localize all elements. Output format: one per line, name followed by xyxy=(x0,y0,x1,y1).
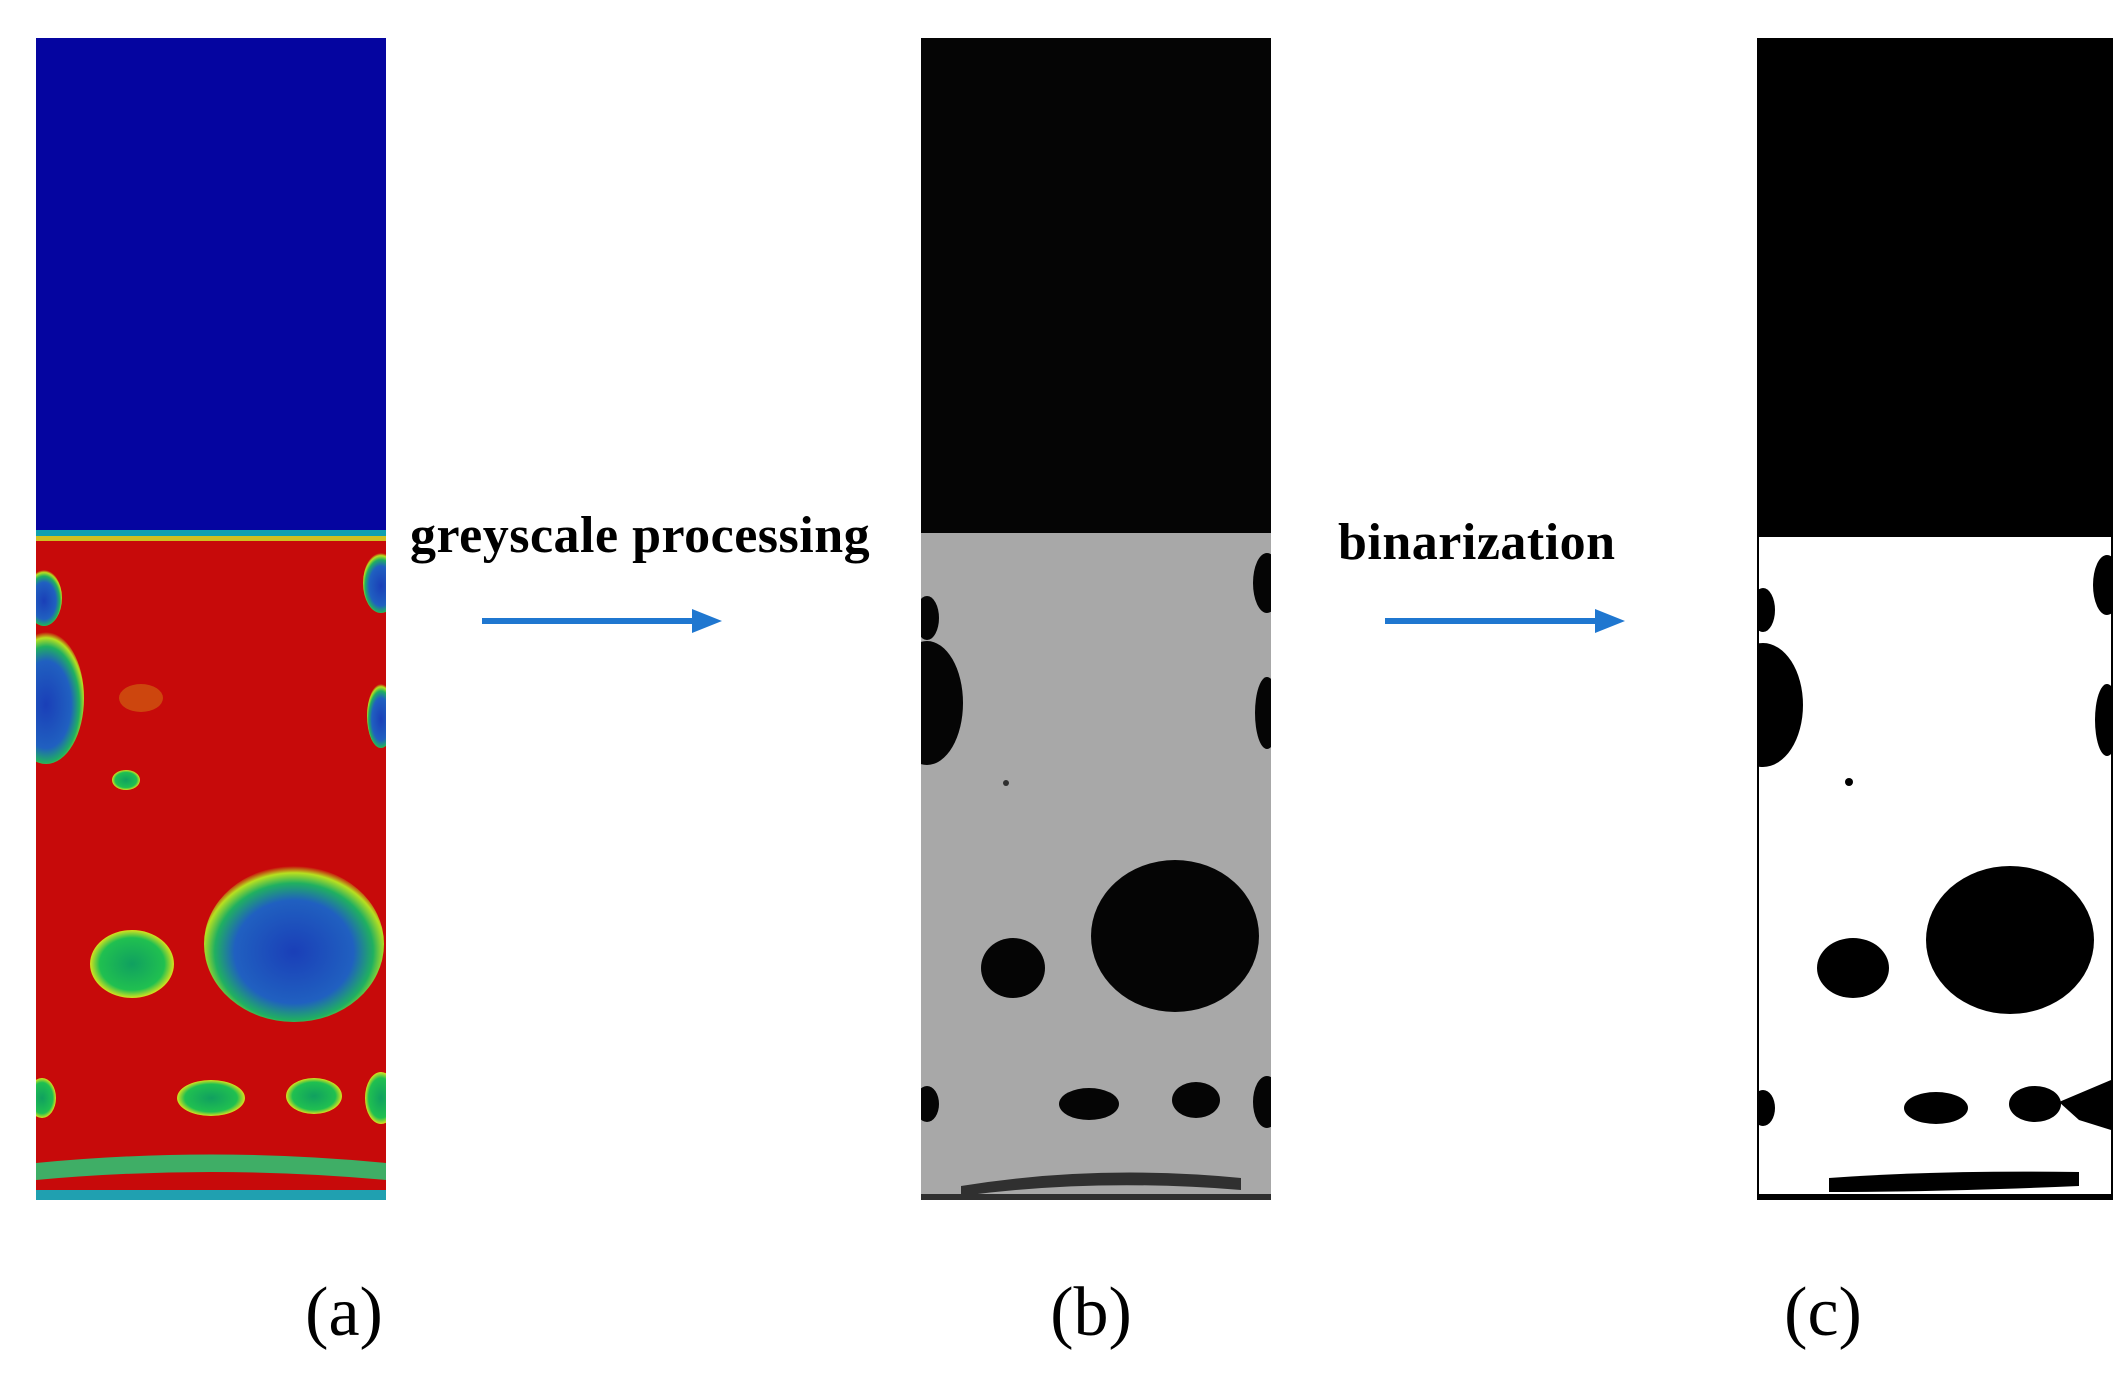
caption-b: (b) xyxy=(1050,1274,1132,1351)
greyscale-panel-b xyxy=(921,38,1271,1200)
contour-image xyxy=(36,38,386,1200)
binary-panel-c xyxy=(1757,38,2113,1200)
binarization-label: binarization xyxy=(1338,514,1616,571)
greyscale-image xyxy=(921,38,1271,1200)
arrow-right-icon xyxy=(1385,609,1625,633)
binary-image xyxy=(1759,40,2111,1198)
contour-panel-a xyxy=(36,38,386,1200)
caption-c: (c) xyxy=(1784,1274,1862,1351)
caption-a: (a) xyxy=(305,1274,383,1351)
arrow-right-icon xyxy=(482,609,722,633)
greyscale-processing-label: greyscale processing xyxy=(410,507,871,564)
